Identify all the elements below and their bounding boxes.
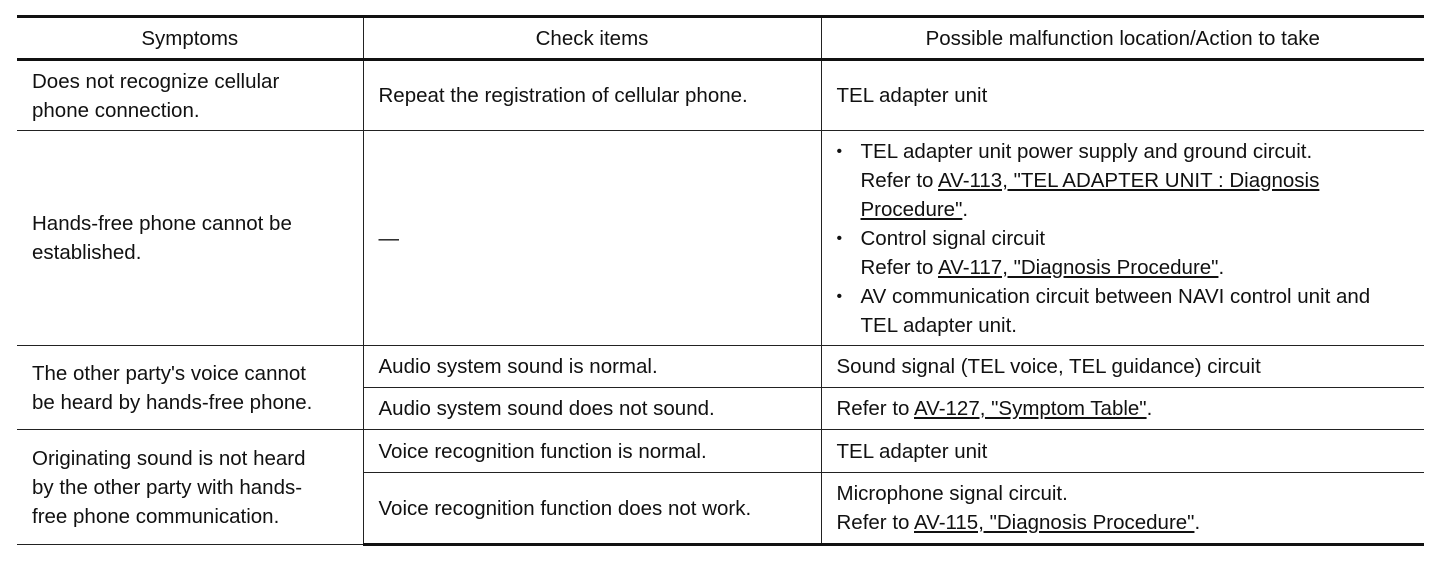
refer-suffix: . <box>1194 511 1201 534</box>
table-row: Audio system sound does not sound. Refer… <box>17 387 1424 430</box>
reference-link[interactable]: AV-127, "Symptom Table" <box>914 397 1147 420</box>
action-cell: Microphone signal circuit. Refer to AV-1… <box>820 472 1424 546</box>
refer-suffix: . <box>1146 397 1153 420</box>
bullet-icon: • <box>836 287 843 305</box>
check-cell: Audio system sound does not sound. <box>362 387 822 430</box>
action-cell: Refer to AV-127, "Symptom Table". <box>820 387 1424 430</box>
symptom-cell: Originating sound is not heard by the ot… <box>17 429 364 545</box>
action-cell: TEL adapter unit <box>820 429 1424 473</box>
table-row: Does not recognize cellular phone connec… <box>17 59 1424 131</box>
bullet-icon: • <box>836 142 843 160</box>
table-row: Originating sound is not heard by the ot… <box>17 429 1424 545</box>
symptom-cell: Hands-free phone cannot be established. <box>17 130 364 346</box>
header-check-items: Check items <box>362 15 822 61</box>
symptom-table: Symptoms Check items Possible malfunctio… <box>17 15 1424 546</box>
symptom-line: phone connection. <box>32 98 200 122</box>
bullet-text: TEL adapter unit power supply and ground… <box>860 139 1313 163</box>
table-row: Voice recognition function does not work… <box>17 472 1424 546</box>
refer-suffix: . <box>962 197 969 221</box>
symptom-line: by the other party with hands- <box>32 475 303 499</box>
action-bullet-item: • Control signal circuit Refer to AV-117… <box>837 224 1410 282</box>
reference-link[interactable]: AV-113, "TEL ADAPTER UNIT : Diagnosis Pr… <box>860 168 1320 221</box>
symptom-line: Hands-free phone cannot be <box>32 212 292 235</box>
header-symptoms: Symptoms <box>17 15 364 61</box>
symptom-line: The other party's voice cannot <box>32 361 306 385</box>
check-cell-empty: — <box>362 130 822 346</box>
refer-prefix: Refer to <box>836 397 914 420</box>
action-bullet-list: • TEL adapter unit power supply and grou… <box>837 137 1410 340</box>
action-bullet-item: • AV communication circuit between NAVI … <box>837 282 1410 340</box>
reference-link[interactable]: AV-115, "Diagnosis Procedure" <box>914 511 1195 534</box>
symptom-line: free phone communication. <box>32 504 280 528</box>
symptom-cell: The other party's voice cannot be heard … <box>17 345 364 430</box>
bullet-icon: • <box>836 229 843 247</box>
header-row: Symptoms Check items Possible malfunctio… <box>17 15 1424 61</box>
check-cell: Audio system sound is normal. <box>362 345 822 388</box>
action-bullet-item: • TEL adapter unit power supply and grou… <box>837 137 1410 224</box>
symptom-cell: Does not recognize cellular phone connec… <box>17 59 364 131</box>
check-cell: Voice recognition function is normal. <box>362 429 822 473</box>
check-cell: Voice recognition function does not work… <box>362 472 822 546</box>
symptom-line: Does not recognize cellular <box>32 69 280 93</box>
symptom-line: established. <box>32 241 142 264</box>
refer-prefix: Refer to <box>860 168 938 192</box>
check-cell: Repeat the registration of cellular phon… <box>362 59 822 131</box>
table-row: The other party's voice cannot be heard … <box>17 345 1424 430</box>
refer-suffix: . <box>1218 255 1225 279</box>
bullet-text: Control signal circuit <box>860 226 1046 250</box>
action-cell: TEL adapter unit <box>820 59 1424 131</box>
symptom-line: be heard by hands-free phone. <box>32 390 313 414</box>
refer-prefix: Refer to <box>860 255 938 279</box>
action-text: Microphone signal circuit. <box>836 482 1068 505</box>
bullet-text: AV communication circuit between NAVI co… <box>860 284 1371 337</box>
refer-prefix: Refer to <box>836 511 914 534</box>
action-cell: Sound signal (TEL voice, TEL guidance) c… <box>820 345 1424 388</box>
table-row: Hands-free phone cannot be established. … <box>17 130 1424 346</box>
action-cell: • TEL adapter unit power supply and grou… <box>820 130 1424 346</box>
reference-link[interactable]: AV-117, "Diagnosis Procedure" <box>938 255 1219 279</box>
header-action: Possible malfunction location/Action to … <box>820 15 1424 61</box>
symptom-line: Originating sound is not heard <box>32 446 306 470</box>
